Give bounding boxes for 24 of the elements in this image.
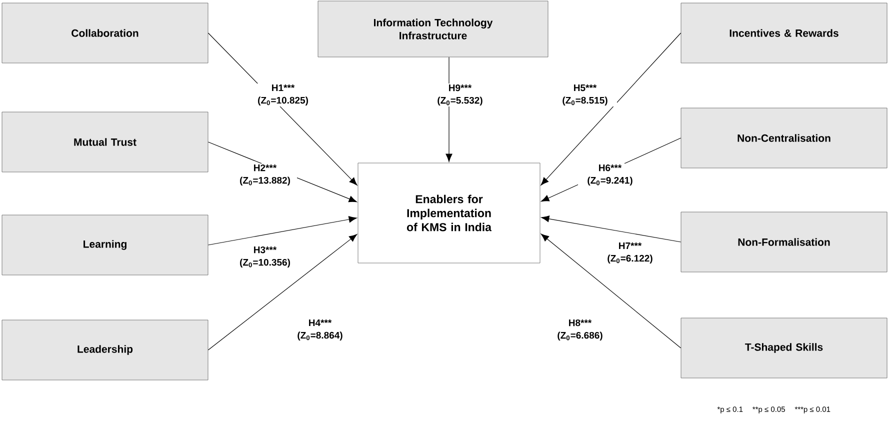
arrow xyxy=(208,216,357,246)
factor-box: Learning xyxy=(2,214,208,276)
edge-label: H4*** (Z$_{0}$=8.864) xyxy=(288,318,352,342)
edge-label: H6*** (Z$_{0}$=9.241) xyxy=(578,163,642,187)
factor-box: Mutual Trust xyxy=(2,112,208,172)
outcome-box: Enablers for Implementation of KMS in India xyxy=(358,162,540,264)
arrow xyxy=(541,216,682,242)
edge-label: H1*** (Z$_{0}$=10.825) xyxy=(251,84,315,106)
arrow xyxy=(540,234,682,348)
edge-label: H8*** (Z$_{0}$=6.686) xyxy=(548,318,612,342)
edge-label: H3*** (Z$_{0}$=10.356) xyxy=(233,245,297,269)
edge-label: H2*** (Z$_{0}$=13.882) xyxy=(233,163,297,187)
edge-label: H9*** (Z$_{0}$=5.532) xyxy=(428,83,492,107)
factor-box: Non-Centralisation xyxy=(680,108,888,168)
factor-box: Collaboration xyxy=(2,2,208,64)
edge-label: H5*** (Z$_{0}$=8.515) xyxy=(553,84,617,106)
factor-box: Leadership xyxy=(2,320,208,380)
edge-label: H7*** (Z$_{0}$=6.122) xyxy=(598,242,662,264)
arrow xyxy=(208,234,358,350)
factor-box: T-Shaped Skills xyxy=(680,318,888,378)
factor-box: Information Technology Infrastructure xyxy=(318,0,548,58)
factor-box: Non-Formalisation xyxy=(680,212,888,272)
factor-box: Incentives & Rewards xyxy=(680,2,888,64)
arrow xyxy=(540,32,682,186)
